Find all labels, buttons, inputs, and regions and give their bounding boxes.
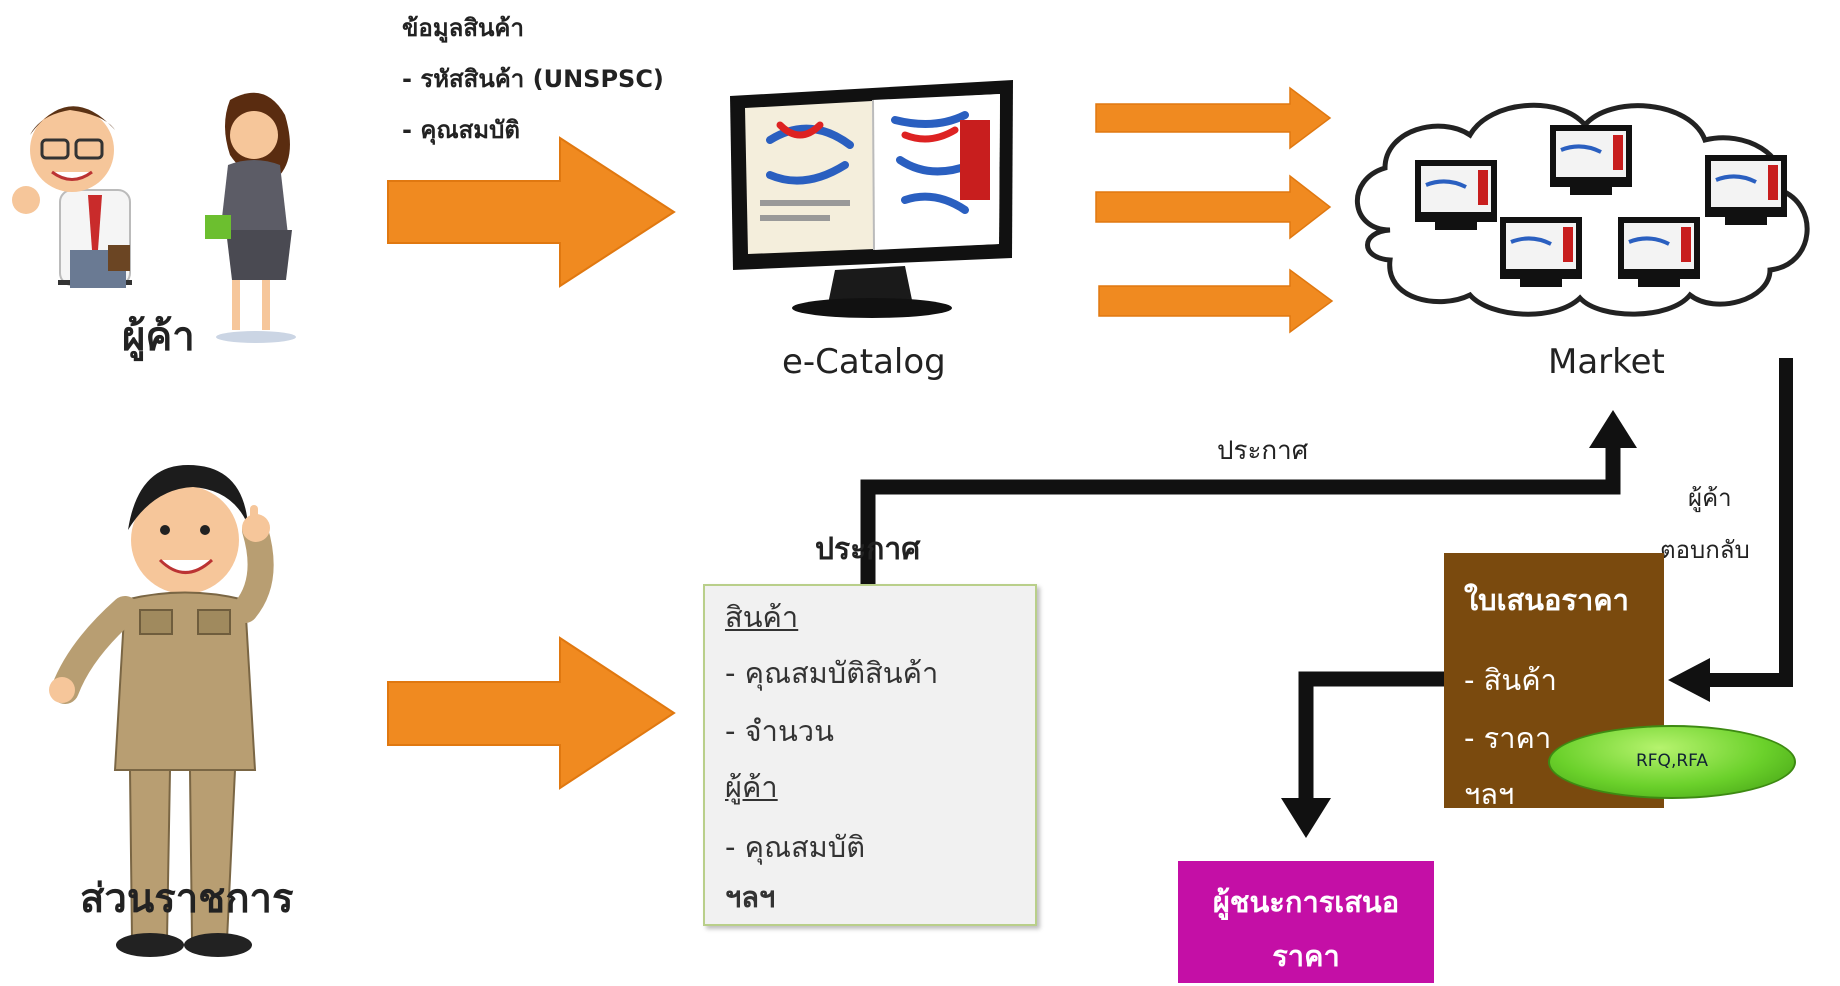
product-info-title: ข้อมูลสินค้า bbox=[402, 14, 524, 42]
winner-line-1: ผู้ชนะการเสนอ bbox=[1212, 885, 1400, 919]
winner-box: ผู้ชนะการเสนอ ราคา bbox=[1178, 861, 1434, 983]
market-label: Market bbox=[1548, 342, 1665, 382]
flow-market-to-quotation bbox=[1705, 358, 1793, 687]
vendor-man-icon bbox=[12, 106, 132, 288]
arrow-government-to-requirements bbox=[387, 636, 676, 790]
announce-left-label: ประกาศ bbox=[815, 532, 921, 567]
vendor-reply-line-1: ผู้ค้า bbox=[1688, 484, 1732, 512]
flow-announce-to-market bbox=[860, 445, 1621, 584]
quotation-item-price: - ราคา bbox=[1464, 721, 1552, 755]
product-info-item-code: - รหัสสินค้า (UNSPSC) bbox=[402, 65, 664, 93]
vendor-reply-line-2: ตอบกลับ bbox=[1660, 536, 1750, 564]
arrow-catalog-to-market-1 bbox=[1095, 86, 1332, 150]
flow-announce-arrowhead bbox=[1589, 410, 1637, 448]
rfq-rfa-badge: RFQ,RFA bbox=[1548, 725, 1796, 799]
government-label: ส่วนราชการ bbox=[80, 876, 294, 922]
government-officer-icon bbox=[49, 465, 274, 957]
quotation-title: ใบเสนอราคา bbox=[1464, 583, 1629, 617]
flow-quotation-to-winner bbox=[1298, 671, 1444, 800]
ecatalog-monitor-icon bbox=[730, 80, 1013, 318]
requirements-vendor-heading: ผู้ค้า bbox=[725, 770, 778, 804]
requirements-product-attributes: - คุณสมบัติสินค้า bbox=[725, 656, 939, 690]
arrow-vendor-to-catalog bbox=[387, 136, 676, 288]
requirements-etc: ฯลฯ bbox=[725, 880, 776, 914]
flow-winner-arrowhead bbox=[1281, 798, 1331, 838]
requirements-box: สินค้า - คุณสมบัติสินค้า - จำนวน ผู้ค้า … bbox=[703, 584, 1037, 926]
product-info-item-attributes: - คุณสมบัติ bbox=[402, 116, 520, 144]
vendor-label: ผู้ค้า bbox=[122, 314, 195, 360]
market-cloud-icon bbox=[1355, 102, 1810, 317]
requirements-vendor-attributes: - คุณสมบัติ bbox=[725, 830, 866, 864]
announce-top-label: ประกาศ bbox=[1217, 436, 1309, 466]
rfq-rfa-label: RFQ,RFA bbox=[1635, 751, 1709, 771]
requirements-product-heading: สินค้า bbox=[725, 600, 799, 634]
arrow-catalog-to-market-3 bbox=[1098, 268, 1334, 334]
quotation-item-etc: ฯลฯ bbox=[1464, 777, 1515, 811]
requirements-quantity: - จำนวน bbox=[725, 714, 834, 748]
quotation-item-product: - สินค้า bbox=[1464, 663, 1557, 697]
arrow-catalog-to-market-2 bbox=[1095, 174, 1332, 240]
flow-reply-arrowhead bbox=[1668, 658, 1710, 702]
winner-line-2: ราคา bbox=[1272, 939, 1340, 973]
vendor-woman-icon bbox=[205, 92, 296, 343]
ecatalog-label: e-Catalog bbox=[782, 342, 946, 382]
